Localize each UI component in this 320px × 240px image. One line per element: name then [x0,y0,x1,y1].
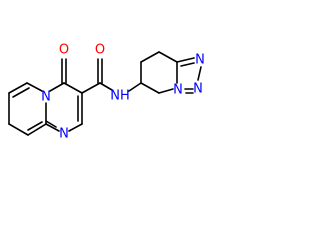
bond [176,57,195,63]
atom-labels: O N N O NH N N N [41,43,205,142]
bond [81,82,101,94]
bond [45,120,57,128]
bond [180,62,195,67]
bonds [8,51,202,136]
bond [26,82,43,92]
oxygen-label: O [95,43,105,58]
nitrogen-label: N [193,82,203,97]
bond [45,123,60,132]
bond [27,123,47,136]
nitrogen-label: N [173,83,183,98]
bond [128,82,142,92]
bond [158,51,178,63]
nitrogen-label: N [195,53,205,68]
molecule-diagram: O N N O NH N N N [8,42,205,142]
bond [197,66,202,81]
bond [63,82,83,94]
nitrogen-label: N [41,90,51,105]
bond [140,51,160,63]
amide-nh-label: NH [110,89,130,104]
bond [68,123,83,132]
bond [8,123,29,136]
bond [12,87,30,98]
bond [158,88,174,94]
bond [140,82,160,94]
nitrogen-label: N [59,127,69,142]
bond [49,82,65,92]
bond [27,121,43,131]
bond [8,82,28,94]
bond [99,82,113,91]
oxygen-label: O [59,43,69,58]
